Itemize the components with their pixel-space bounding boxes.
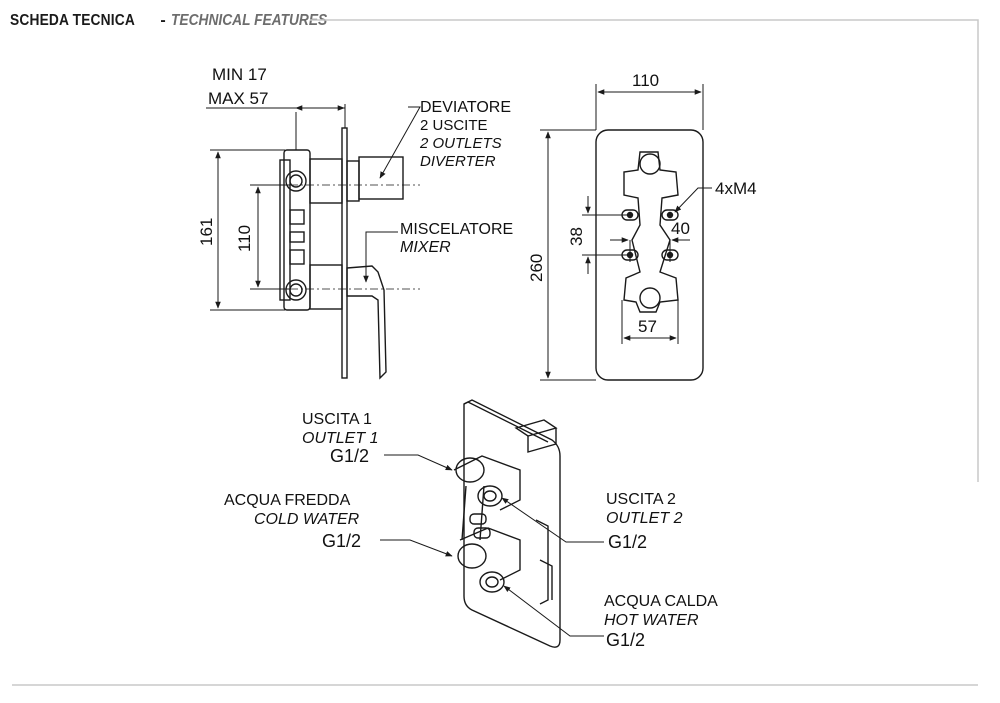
height-total-label: 161 [197, 218, 216, 246]
sheet-header: SCHEDA TECNICA - TECHNICAL FEATURES [10, 8, 352, 34]
iso-view-leaders [380, 454, 604, 637]
side-view-labels: MIN 17 MAX 57 161 110 DEVIATORE 2 USCITE… [197, 65, 513, 256]
front-view-dimensions [540, 84, 712, 381]
width-inner-label: 57 [638, 317, 657, 336]
hot-water-thread: G1/2 [606, 630, 645, 650]
hot-water-label-it: ACQUA CALDA [604, 593, 718, 610]
diverter-label-it2: 2 USCITE [420, 117, 488, 134]
outlet1-label-it: USCITA 1 [302, 411, 372, 428]
sheet-subtitle: TECHNICAL FEATURES [170, 12, 327, 29]
diverter-label-en: DIVERTER [420, 153, 496, 170]
title-separator: - [160, 12, 166, 29]
cold-water-label-en: COLD WATER [254, 511, 360, 528]
outlet2-thread: G1/2 [608, 532, 647, 552]
min-depth-label: MIN 17 [212, 65, 267, 84]
outlet1-thread: G1/2 [330, 446, 369, 466]
screws-label: 4xM4 [715, 179, 757, 198]
diverter-label-en2: 2 OUTLETS [419, 135, 502, 152]
front-height-label: 260 [527, 254, 546, 282]
cold-water-thread: G1/2 [322, 531, 361, 551]
spacing-h-label: 40 [671, 219, 690, 238]
side-view-dimensions [206, 104, 421, 311]
front-view-labels: 110 260 4xM4 38 40 57 [527, 71, 757, 336]
spacing-v-label: 38 [567, 227, 586, 246]
sheet-frame [12, 19, 979, 686]
mixer-label-it: MISCELATORE [400, 221, 513, 238]
mixer-label-en: MIXER [400, 239, 451, 256]
diverter-label-it: DEVIATORE [420, 99, 511, 116]
front-width-label: 110 [632, 71, 659, 90]
iso-view [453, 399, 561, 648]
hot-water-label-en: HOT WATER [604, 612, 699, 629]
iso-view-labels: USCITA 1 OUTLET 1 G1/2 ACQUA FREDDA COLD… [224, 411, 718, 650]
side-view [258, 127, 420, 380]
max-depth-label: MAX 57 [208, 89, 268, 108]
height-inner-label: 110 [235, 225, 254, 252]
sheet-title: SCHEDA TECNICA [10, 12, 135, 29]
outlet1-label-en: OUTLET 1 [302, 430, 378, 447]
cold-water-label-it: ACQUA FREDDA [224, 492, 351, 509]
outlet2-label-it: USCITA 2 [606, 491, 676, 508]
outlet2-label-en: OUTLET 2 [606, 510, 683, 527]
